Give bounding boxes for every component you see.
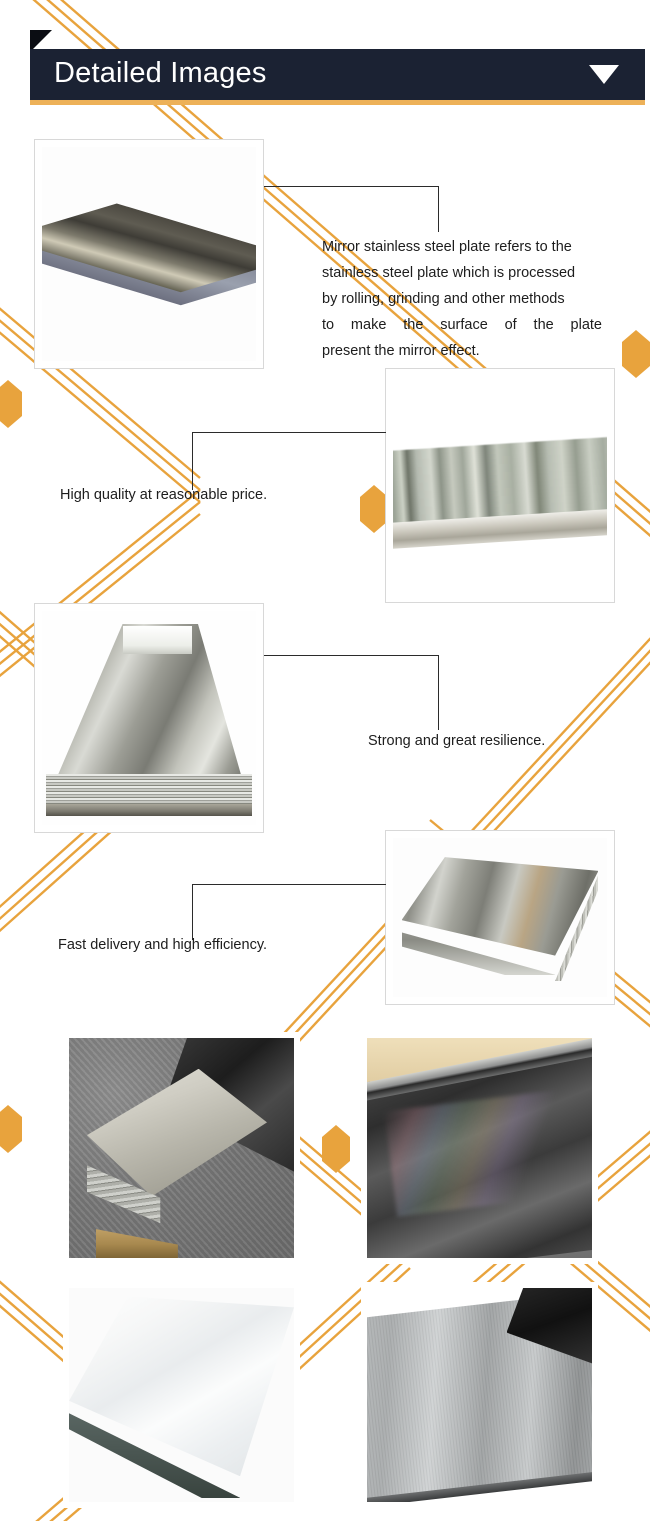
caption-line: stainless steel plate which is processed	[322, 265, 576, 281]
caption-line: to make the surface of the plate	[322, 317, 602, 333]
caption-line: present the mirror effect.	[322, 343, 480, 359]
mirror-sheet-edge-art	[393, 376, 607, 595]
section-header: Detailed Images	[30, 30, 645, 110]
feature-caption-1: Mirror stainless steel plate refers to t…	[322, 234, 602, 364]
caption-line: by rolling, grinding and other methods	[322, 291, 565, 307]
feature-caption-3: Strong and great resilience.	[368, 733, 546, 749]
feature-caption-4: Fast delivery and high efficiency.	[58, 937, 268, 953]
feature-photo-1[interactable]	[34, 139, 264, 369]
gallery-photo-4[interactable]	[361, 1282, 598, 1508]
sheet-stack-isometric-art	[393, 838, 607, 997]
feature-photo-2[interactable]	[385, 368, 615, 603]
connector-line-2	[192, 432, 386, 490]
connector-line-3	[264, 655, 439, 730]
connector-line-1	[264, 186, 439, 232]
brushed-hairline-sheet-art	[367, 1288, 592, 1502]
dark-mirror-sheet-art	[367, 1038, 592, 1258]
header-corner-notch	[30, 30, 52, 52]
page-title: Detailed Images	[54, 56, 267, 89]
mirror-plate-isometric-art	[42, 147, 256, 361]
stack-corner-film-art	[69, 1038, 294, 1258]
connector-line-4	[192, 884, 386, 940]
feature-photo-4[interactable]	[385, 830, 615, 1005]
triangle-down-icon[interactable]	[589, 65, 619, 84]
feature-photo-3[interactable]	[34, 603, 264, 833]
gallery-photo-2[interactable]	[361, 1032, 598, 1264]
caption-line: Mirror stainless steel plate refers to t…	[322, 239, 572, 255]
gallery-photo-3[interactable]	[63, 1282, 300, 1508]
sheet-stack-perspective-art	[42, 611, 256, 825]
header-bar[interactable]: Detailed Images	[30, 49, 645, 105]
bright-white-plate-art	[69, 1288, 294, 1502]
gallery-photo-1[interactable]	[63, 1032, 300, 1264]
feature-caption-2: High quality at reasonable price.	[60, 487, 268, 503]
